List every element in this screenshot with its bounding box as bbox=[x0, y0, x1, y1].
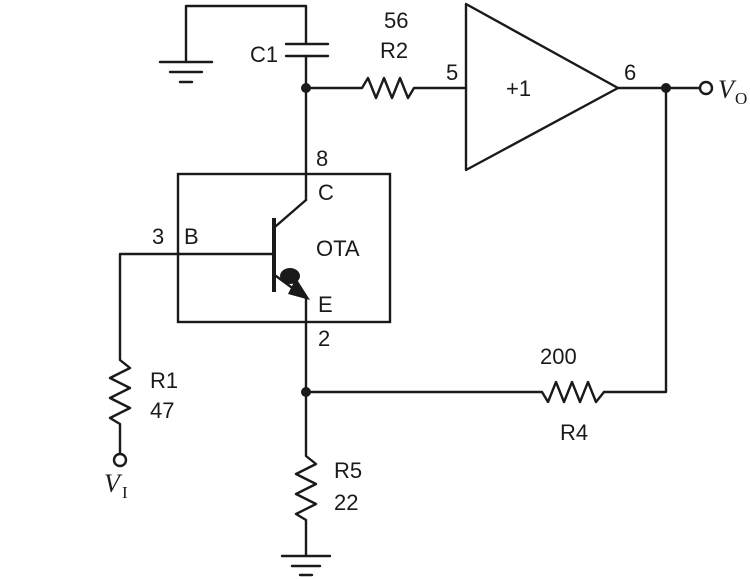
transistor-symbol bbox=[178, 172, 310, 324]
buffer-amplifier bbox=[464, 2, 702, 172]
buffer-gain-label: +1 bbox=[506, 76, 531, 101]
output-symbol: V bbox=[718, 75, 737, 104]
r1-value: 47 bbox=[150, 398, 174, 423]
output-subscript: O bbox=[735, 89, 747, 108]
feedback-wire bbox=[602, 86, 668, 394]
ota-terminal-c: C bbox=[318, 180, 334, 205]
resistor-r2 bbox=[304, 76, 468, 100]
r4-label: R4 bbox=[560, 420, 588, 445]
r2-label: R2 bbox=[380, 38, 408, 63]
buffer-pin-out: 6 bbox=[624, 60, 636, 85]
input-label: V I bbox=[104, 469, 128, 502]
input-subscript: I bbox=[122, 483, 128, 502]
ota-terminal-e: E bbox=[318, 292, 333, 317]
ota-box bbox=[176, 172, 392, 324]
capacitor-c1 bbox=[284, 42, 330, 90]
output-terminal bbox=[698, 80, 714, 96]
ota-label: OTA bbox=[316, 236, 360, 261]
ground-top-left bbox=[158, 4, 308, 84]
r4-value: 200 bbox=[540, 344, 577, 369]
r5-label: R5 bbox=[334, 458, 362, 483]
ota-pin-e: 2 bbox=[318, 326, 330, 351]
r5-value: 22 bbox=[334, 490, 358, 515]
ota-pin-b: 3 bbox=[152, 224, 164, 249]
ground-bottom bbox=[280, 554, 332, 577]
input-terminal bbox=[112, 452, 128, 468]
resistor-r4 bbox=[304, 380, 606, 404]
input-symbol: V bbox=[104, 469, 123, 498]
resistor-r5 bbox=[294, 390, 318, 558]
buffer-pin-in: 5 bbox=[446, 60, 458, 85]
resistor-r1 bbox=[108, 252, 182, 456]
r2-value: 56 bbox=[384, 8, 408, 33]
c1-label: C1 bbox=[250, 42, 278, 67]
r1-label: R1 bbox=[150, 368, 178, 393]
ota-pin-c: 8 bbox=[316, 146, 328, 171]
output-label: V O bbox=[718, 75, 747, 108]
ota-terminal-b: B bbox=[184, 224, 199, 249]
